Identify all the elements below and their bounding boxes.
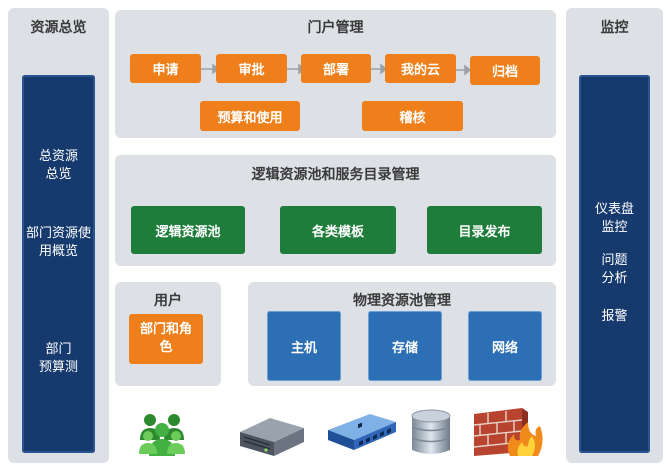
approve-step[interactable]: 审批 [216,54,287,83]
users-title: 用户 [154,293,182,309]
budget-and-usage[interactable]: 预算和使用 [200,101,300,131]
archive-step[interactable]: 归档 [470,56,540,85]
workflow-arrows [201,63,472,76]
database-icon [411,409,451,454]
logical-pool-panel: 逻辑资源池和服务目录管理 逻辑资源池 各类模板 目录发布 [115,155,556,266]
logical-resource-pool[interactable]: 逻辑资源池 [131,206,245,254]
portal-management-title: 门户管理 [307,20,364,36]
my-cloud-step[interactable]: 我的云 [385,54,456,83]
network[interactable]: 网络 [468,311,542,381]
monitoring-panel: 监控 仪表盘 监控 问题 分析 报警 [566,8,663,463]
physical-pool-title: 物理资源池管理 [353,293,451,309]
audit[interactable]: 稽核 [362,101,463,131]
resource-overview-panel: 资源总览 总资源 总览 部门资源使 用概览 部门 预算测 [8,8,109,463]
dept-budget-forecast[interactable]: 部门 预算测 [38,342,78,375]
monitoring-list: 仪表盘 监控 问题 分析 报警 [579,75,650,453]
total-resource-overview[interactable]: 总资源 总览 [38,149,78,182]
hosts[interactable]: 主机 [267,311,341,381]
dept-resource-usage-overview[interactable]: 部门资源使 用概览 [25,226,91,259]
departments-and-roles[interactable]: 部门和角 色 [129,314,203,364]
firewall-icon [473,408,543,456]
apply-step[interactable]: 申请 [130,54,201,83]
templates[interactable]: 各类模板 [280,206,396,254]
resource-overview-title: 资源总览 [30,20,87,36]
alerts[interactable]: 报警 [601,309,628,324]
resource-overview-list: 总资源 总览 部门资源使 用概览 部门 预算测 [22,75,95,453]
users-icon [139,414,185,456]
server-icon [240,418,304,456]
portal-management-panel: 门户管理 申请 审批 部署 我的云 归档 预算和使用 稽核 [115,10,556,138]
physical-pool-panel: 物理资源池管理 主机 存储 网络 [248,282,556,386]
logical-pool-title: 逻辑资源池和服务目录管理 [251,167,420,183]
network-switch-icon [328,414,396,450]
users-panel: 用户 部门和角 色 [115,282,221,386]
storage[interactable]: 存储 [368,311,442,381]
problem-analysis[interactable]: 问题 分析 [601,253,628,286]
dashboard-monitoring[interactable]: 仪表盘 监控 [594,202,634,235]
catalog-publish[interactable]: 目录发布 [427,206,542,254]
deploy-step[interactable]: 部署 [301,54,371,83]
monitoring-title: 监控 [600,20,629,36]
